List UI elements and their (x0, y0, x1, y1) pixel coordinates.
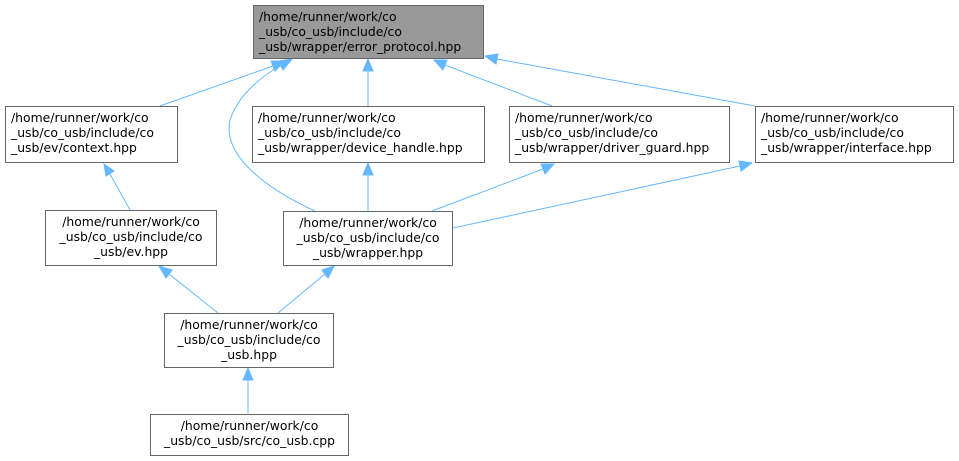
node-line: _usb/co_usb/src/co_usb.cpp (164, 432, 335, 448)
edge-co-usb-hpp-to-wrapper (277, 265, 335, 314)
node-co-usb-hpp[interactable]: /home/runner/work/co _usb/co_usb/include… (164, 313, 334, 368)
edge-ev-context-to-error-protocol (159, 60, 287, 107)
node-device-handle-hpp[interactable]: /home/runner/work/co _usb/co_usb/include… (252, 106, 485, 163)
node-line: /home/runner/work/co (180, 317, 318, 332)
node-line: /home/runner/work/co (258, 110, 396, 125)
node-error-protocol-hpp: /home/runner/work/co _usb/co_usb/include… (253, 5, 484, 59)
node-line: /home/runner/work/co (11, 110, 149, 125)
node-interface-hpp[interactable]: /home/runner/work/co _usb/co_usb/include… (755, 106, 954, 163)
node-line: _usb/wrapper/device_handle.hpp (258, 139, 463, 155)
node-line: _usb/co_usb/include/co (761, 124, 904, 140)
node-line: _usb/wrapper.hpp (312, 244, 424, 260)
node-line: _usb/co_usb/include/co (515, 124, 658, 140)
node-ev-hpp[interactable]: /home/runner/work/co _usb/co_usb/include… (45, 210, 217, 266)
node-line: _usb/ev.hpp (93, 243, 169, 259)
edge-wrapper-to-interface (452, 160, 754, 229)
edge-wrapper-to-driver-guard (431, 163, 556, 212)
node-line: _usb/co_usb/include/co (59, 228, 203, 244)
edge-ev-to-ev-context (103, 162, 131, 211)
node-line: _usb/wrapper/driver_guard.hpp (515, 139, 710, 155)
edge-co-usb-cpp-to-co-usb-hpp (242, 366, 254, 414)
node-line: _usb/co_usb/include/co (11, 124, 154, 140)
node-line: /home/runner/work/co (259, 9, 397, 24)
node-line: _usb/co_usb/include/co (177, 331, 321, 347)
node-line: _usb/wrapper/interface.hpp (761, 139, 932, 155)
node-line: /home/runner/work/co (180, 418, 319, 433)
node-line: _usb/co_usb/include/co (296, 229, 440, 245)
node-line: _usb/co_usb/include/co (259, 23, 402, 39)
node-line: _usb/wrapper/error_protocol.hpp (259, 38, 462, 54)
node-line: /home/runner/work/co (515, 110, 653, 125)
edge-interface-to-error-protocol (483, 53, 756, 107)
node-line: _usb/co_usb/include/co (258, 124, 401, 140)
node-line: _usb.hpp (221, 346, 277, 362)
node-driver-guard-hpp[interactable]: /home/runner/work/co _usb/co_usb/include… (509, 106, 730, 163)
node-line: /home/runner/work/co (62, 214, 200, 229)
edge-wrapper-to-device-handle (362, 161, 374, 211)
edge-wrapper-to-error-protocol (228, 58, 316, 212)
node-line: /home/runner/work/co (761, 110, 899, 125)
node-line: _usb/ev/context.hpp (11, 139, 137, 155)
node-line: /home/runner/work/co (299, 215, 437, 230)
node-wrapper-hpp[interactable]: /home/runner/work/co _usb/co_usb/include… (283, 211, 453, 266)
node-ev-context-hpp[interactable]: /home/runner/work/co _usb/co_usb/include… (5, 106, 178, 163)
edge-device-handle-to-error-protocol (362, 57, 374, 106)
edge-co-usb-hpp-to-ev (157, 265, 219, 314)
edge-driver-guard-to-error-protocol (432, 59, 553, 107)
node-co-usb-cpp[interactable]: /home/runner/work/co _usb/co_usb/src/co_… (150, 414, 349, 456)
